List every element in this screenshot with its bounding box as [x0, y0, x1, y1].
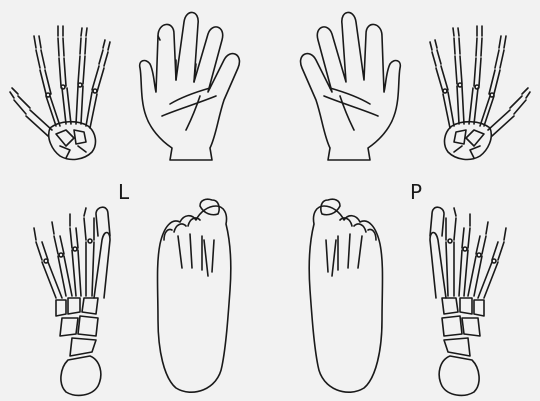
right-foot-sole-outline [309, 199, 382, 392]
left-foot-sole-outline [158, 199, 231, 392]
right-hand-skeleton [430, 26, 530, 159]
left-hand-palm-outline [140, 12, 240, 160]
right-foot-skeleton [430, 207, 506, 395]
right-hand-palm-outline [301, 12, 401, 160]
left-hand-skeleton [10, 26, 110, 159]
side-label-right: P [410, 180, 422, 204]
side-label-left: L [118, 180, 129, 204]
left-foot-skeleton [34, 207, 110, 395]
